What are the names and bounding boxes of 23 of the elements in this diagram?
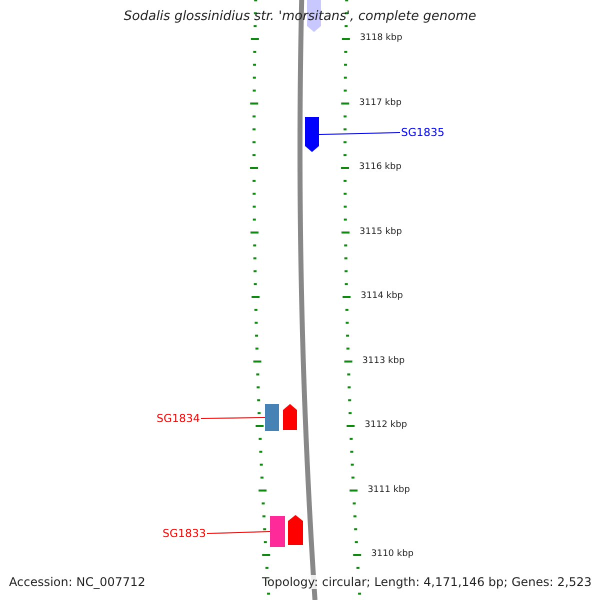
gene-arrow [305, 117, 319, 152]
scale-label: 3113 kbp [362, 356, 405, 366]
scale-label: 3112 kbp [364, 420, 408, 430]
gene-block [265, 404, 279, 431]
scale-label: 3118 kbp [360, 33, 402, 43]
scale-label: 3117 kbp [359, 98, 402, 108]
scale-label: 3114 kbp [360, 291, 403, 301]
leader-line [206, 531, 270, 534]
scale-label: 3110 kbp [371, 549, 414, 559]
scale-label: 3111 kbp [368, 484, 410, 494]
scale-label: 3115 kbp [360, 226, 402, 236]
genome-summary: Topology: circular; Length: 4,171,146 bp; Genes: 2,523 [262, 575, 592, 589]
gene-label: SG1834 [156, 412, 200, 425]
gene-label: SG1835 [401, 126, 445, 139]
gene-block [270, 516, 285, 547]
leader-line [200, 417, 266, 419]
leader-line [318, 132, 400, 135]
gene-arrow [283, 404, 297, 430]
title: Sodalis glossinidius str. 'morsitans', complete genome [122, 9, 478, 24]
gene-label: SG1833 [162, 527, 206, 540]
scale-label: 3116 kbp [359, 162, 402, 172]
accession-text: Accession: NC_007712 [9, 575, 146, 589]
gene-arrow [288, 515, 303, 545]
